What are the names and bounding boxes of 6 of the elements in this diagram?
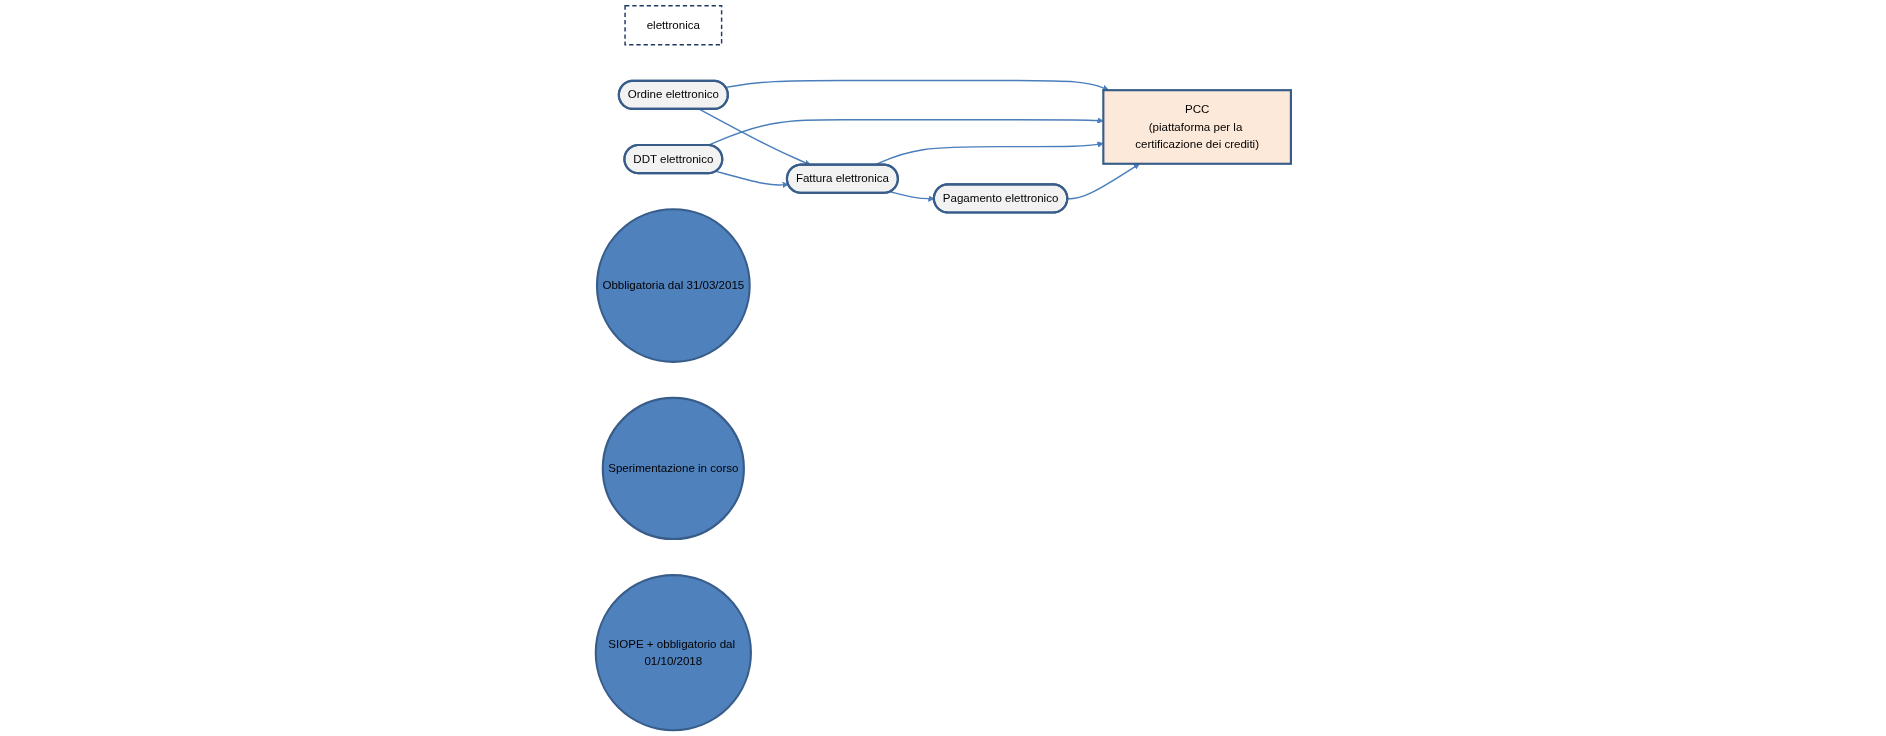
node-circle: Sperimentazione in corso xyxy=(601,396,745,541)
node-box: elettronica xyxy=(624,5,722,46)
node-circle: SIOPE + obbligatorio dal 01/10/2018 xyxy=(594,574,752,732)
arrow xyxy=(1066,163,1140,200)
node-box: PCC (piattaforma per la certificazione dei crediti) xyxy=(1101,89,1292,165)
node-circle: Obbligatoria dal 31/03/2015 xyxy=(595,208,751,363)
